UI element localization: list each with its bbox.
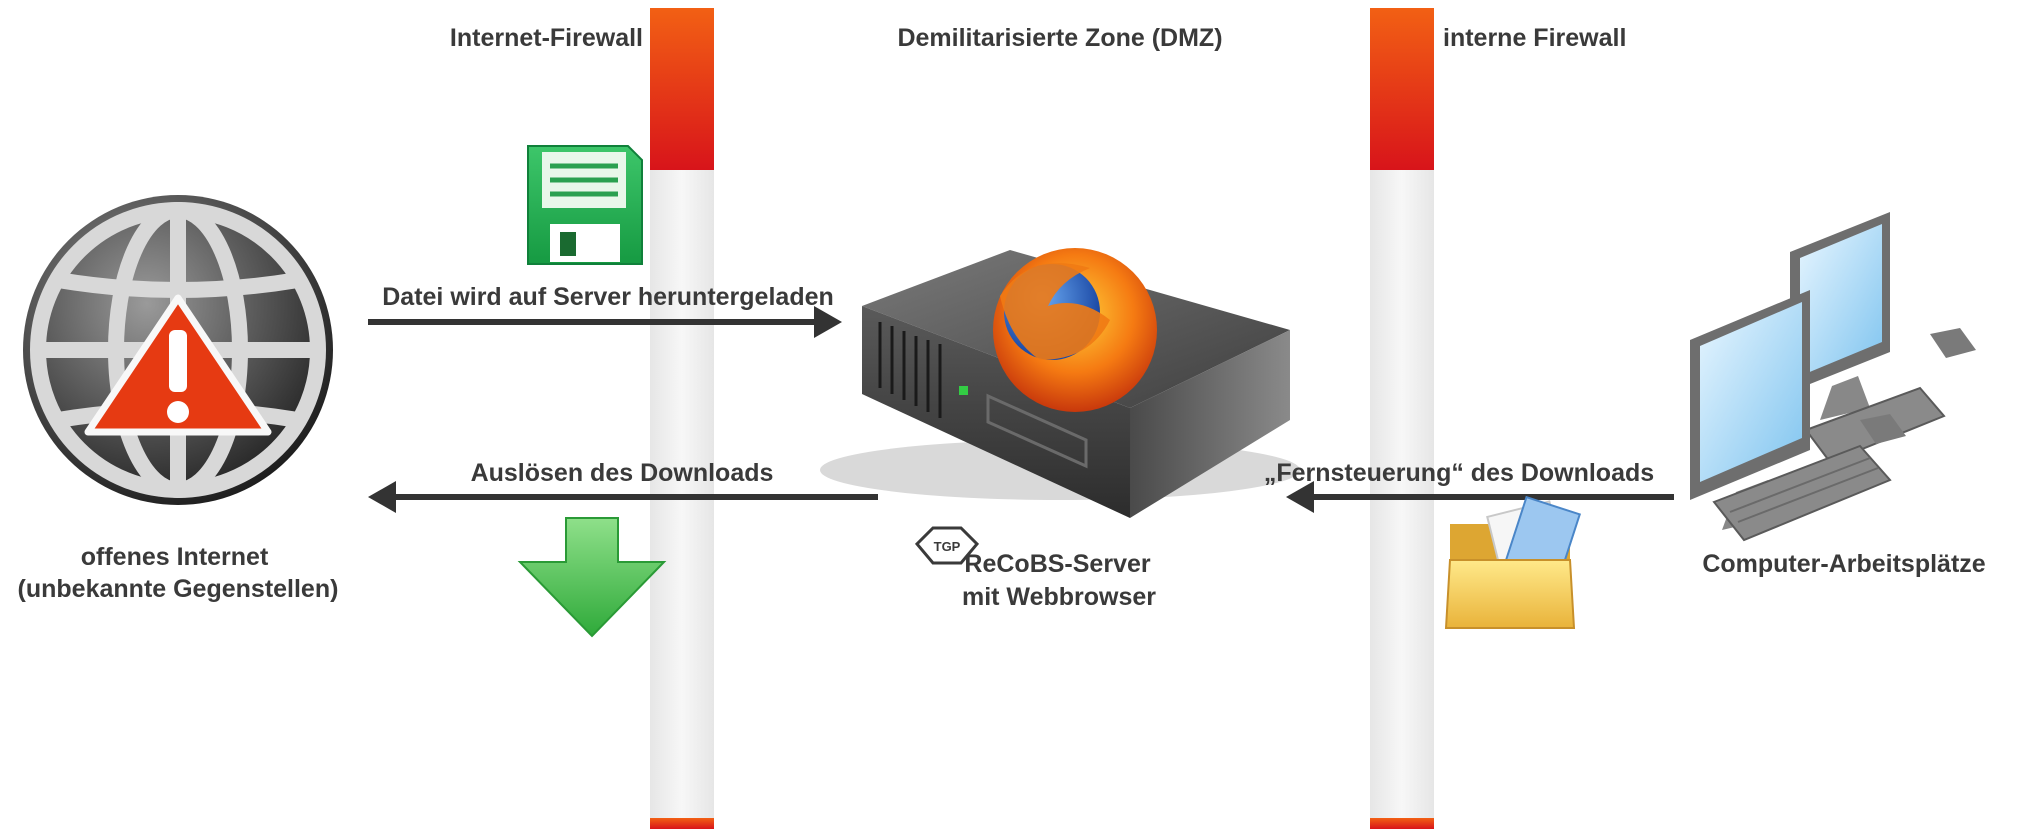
trigger-download-label: Auslösen des Downloads bbox=[471, 459, 774, 487]
download-arrow-icon bbox=[517, 517, 667, 638]
svg-text:TGP: TGP bbox=[934, 539, 961, 554]
internet-firewall-bar bbox=[650, 8, 714, 829]
computer-workstations-icon bbox=[1690, 212, 1976, 542]
server-firefox-icon bbox=[820, 248, 1300, 518]
internet-firewall-label: Internet-Firewall bbox=[450, 24, 643, 52]
folder-documents-icon bbox=[1444, 495, 1582, 629]
arrow-to-server bbox=[368, 306, 842, 338]
server-label: ReCoBS-Server mit Webbrowser bbox=[962, 550, 1158, 611]
arrow-trigger-download bbox=[368, 481, 878, 513]
internal-firewall-label: interne Firewall bbox=[1443, 24, 1626, 52]
workstations-label: Computer-Arbeitsplätze bbox=[1702, 550, 1985, 578]
floppy-disk-icon bbox=[527, 145, 643, 265]
download-to-server-label: Datei wird auf Server heruntergeladen bbox=[382, 283, 834, 311]
dmz-label: Demilitarisierte Zone (DMZ) bbox=[897, 24, 1222, 52]
internal-firewall-bar bbox=[1370, 8, 1434, 829]
globe-warning-icon bbox=[23, 195, 333, 505]
remote-control-label: „Fernsteuerung“ des Downloads bbox=[1264, 459, 1654, 487]
internet-label: offenes Internet (unbekannte Gegenstelle… bbox=[18, 543, 339, 603]
arrow-remote-control bbox=[1286, 481, 1674, 513]
tgp-badge: TGP bbox=[914, 526, 980, 565]
